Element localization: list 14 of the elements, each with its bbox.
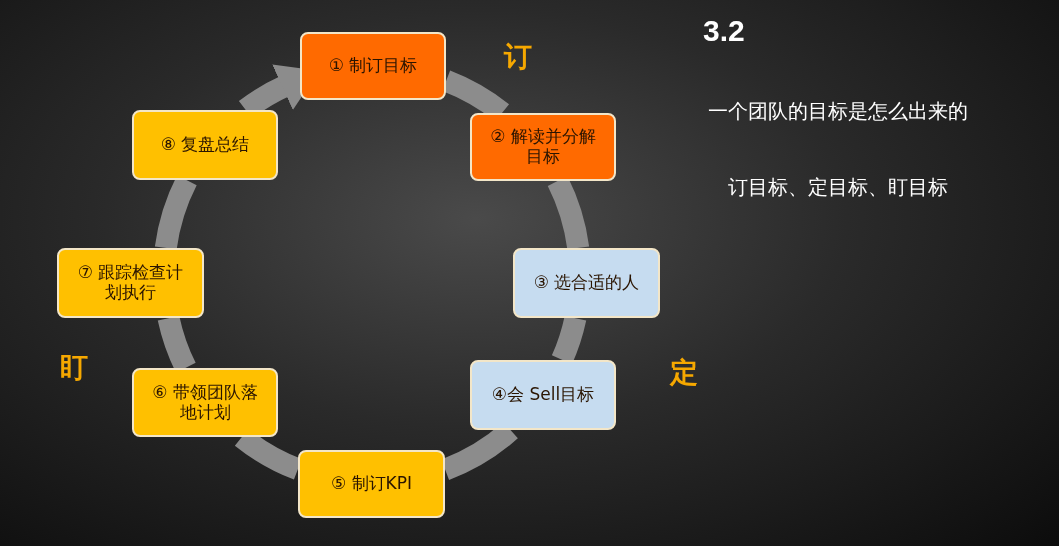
note-text: 一个团队的目标是怎么出来的 <box>708 98 968 125</box>
step-box: ⑧ 复盘总结 <box>132 110 278 180</box>
note-text: 订目标、定目标、盯目标 <box>728 174 948 201</box>
phase-label: 定 <box>670 355 698 391</box>
step-box: ① 制订目标 <box>300 32 446 100</box>
step-box: ④会 Sell目标 <box>470 360 616 430</box>
step-box: ⑥ 带领团队落地计划 <box>132 368 278 437</box>
phase-label: 订 <box>504 39 532 75</box>
step-box: ⑦ 跟踪检查计划执行 <box>57 248 204 318</box>
phase-label: 盯 <box>60 350 88 386</box>
step-box: ② 解读并分解目标 <box>470 113 616 181</box>
step-box: ③ 选合适的人 <box>513 248 660 318</box>
title: 3.2 <box>703 14 745 48</box>
step-box: ⑤ 制订KPI <box>298 450 445 518</box>
